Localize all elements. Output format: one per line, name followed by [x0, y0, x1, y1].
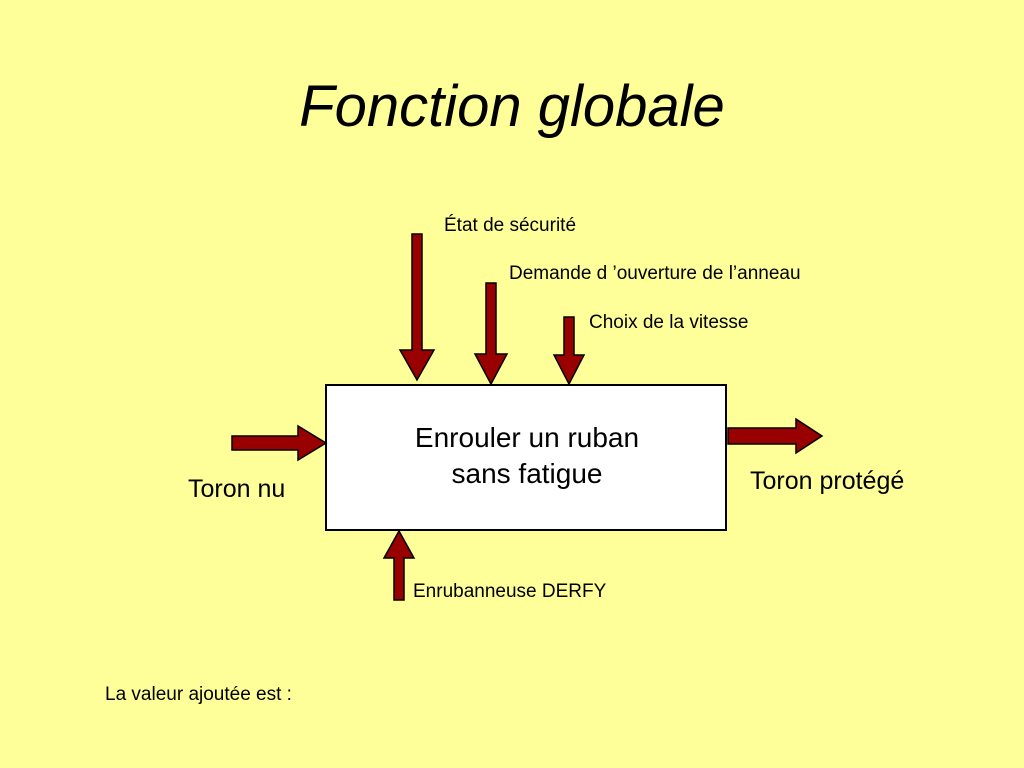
control-label-securite: État de sécurité [444, 215, 577, 236]
control-label-vitesse: Choix de la vitesse [589, 312, 749, 333]
control-arrow-vitesse [552, 316, 586, 386]
control-arrow-securite [398, 233, 436, 382]
page-title: Fonction globale [299, 74, 725, 139]
output-label-toron-protege: Toron protégé [750, 467, 905, 495]
mechanism-label: Enrubanneuse DERFY [413, 581, 607, 602]
function-box-line-1: Enrouler un ruban [414, 422, 640, 453]
footer-text: La valeur ajoutée est : [105, 684, 292, 705]
control-label-ouverture: Demande d ’ouverture de l’anneau [509, 263, 801, 284]
function-box [325, 384, 727, 531]
function-box-line-2: sans fatigue [451, 458, 603, 489]
input-arrow-toron-nu [231, 424, 328, 462]
control-arrow-ouverture [473, 282, 509, 386]
input-label-toron-nu: Toron nu [188, 475, 286, 503]
mechanism-arrow-derfy [382, 529, 416, 601]
function-box-label: Enrouler un ruban sans fatigue [328, 420, 726, 492]
output-arrow-toron-protege [727, 417, 824, 455]
